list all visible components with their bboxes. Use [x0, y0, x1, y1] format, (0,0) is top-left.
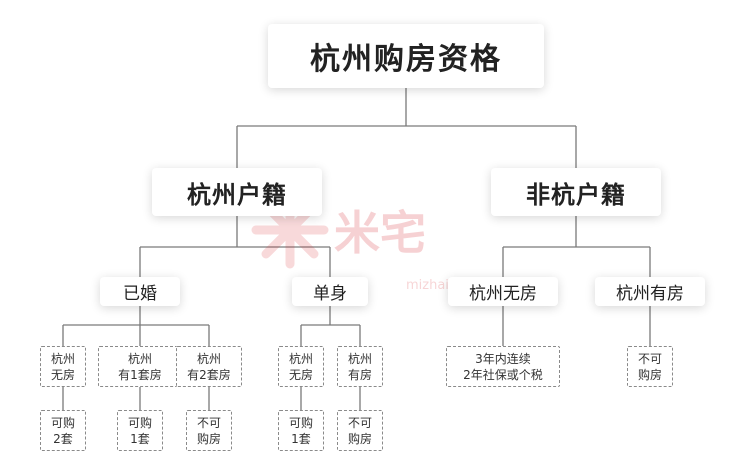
node-single-has-house: 杭州有房 [337, 346, 383, 387]
result-single-has-house: 不可购房 [337, 410, 383, 451]
result-line-1: 不可 [196, 415, 221, 430]
root-node: 杭州购房资格 [268, 24, 544, 88]
node-single-no-house: 杭州无房 [278, 346, 324, 387]
condition-line-1: 3年内连续 [475, 351, 531, 366]
label-line-2: 有2套房 [187, 367, 231, 382]
result-line-2: 购房 [347, 431, 372, 446]
non-hangzhou-hukou-label: 非杭户籍 [526, 180, 626, 209]
result-married-two-houses: 不可购房 [186, 410, 232, 451]
node-married-no-house: 杭州无房 [40, 346, 86, 387]
hangzhou-hukou-label: 杭州户籍 [187, 180, 287, 209]
condition-line-2: 2年社保或个税 [463, 367, 543, 382]
single-label: 单身 [313, 284, 347, 304]
label-line-1: 杭州 [50, 351, 75, 366]
label-line-2: 有1套房 [118, 367, 162, 382]
result-line-1: 可购 [127, 415, 152, 430]
result-line-1: 可购 [288, 415, 313, 430]
node-hangzhou-hukou: 杭州户籍 [152, 168, 322, 216]
node-non-hangzhou-hukou: 非杭户籍 [491, 168, 661, 216]
result-line-1: 不可 [347, 415, 372, 430]
label-line-1: 杭州 [347, 351, 372, 366]
label-line-1: 杭州 [288, 351, 313, 366]
label-line-2: 无房 [50, 367, 75, 382]
watermark-url: mizhai [406, 278, 449, 293]
node-non-hukou-no-house: 杭州无房 [448, 277, 558, 306]
result-line-1: 可购 [50, 415, 75, 430]
label-line-1: 杭州 [196, 351, 221, 366]
root-label: 杭州购房资格 [310, 42, 502, 77]
married-label: 已婚 [123, 284, 157, 304]
node-married-two-houses: 杭州有2套房 [176, 346, 242, 387]
node-non-hukou-has-house-result: 不可购房 [627, 346, 673, 387]
label-line-2: 无房 [288, 367, 313, 382]
node-married-one-house: 杭州有1套房 [98, 346, 182, 387]
result-line-1: 不可 [637, 351, 662, 366]
result-line-2: 购房 [196, 431, 221, 446]
label-line-2: 有房 [347, 367, 372, 382]
label-line-1: 杭州 [127, 351, 152, 366]
non-hukou-no-house-label: 杭州无房 [469, 284, 537, 304]
non-hukou-has-house-label: 杭州有房 [616, 284, 684, 304]
node-single: 单身 [292, 277, 368, 306]
result-line-2: 1套 [291, 431, 311, 446]
node-non-hukou-has-house: 杭州有房 [595, 277, 705, 306]
result-line-2: 2套 [53, 431, 73, 446]
node-married: 已婚 [100, 277, 180, 306]
result-line-2: 购房 [637, 367, 662, 382]
result-line-2: 1套 [130, 431, 150, 446]
